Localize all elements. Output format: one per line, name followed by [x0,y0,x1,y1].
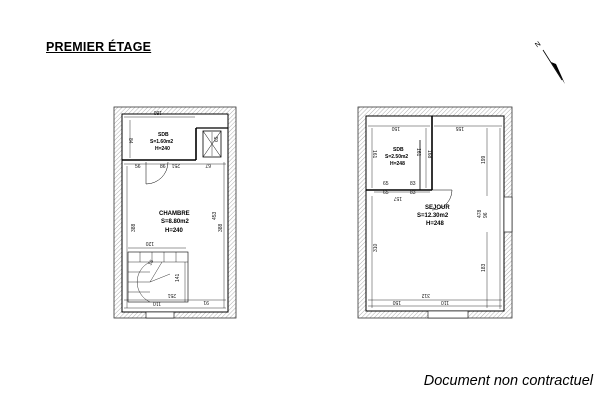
page-title: PREMIER ÉTAGE [46,40,152,54]
dim-right-161: 161 [371,150,377,159]
right-plan: 150 155 161 SDB S=2.50m2 H=248 161 168 1… [357,106,513,319]
north-label: N [534,41,542,50]
left-sdb-area: S=1.60m2 [150,139,173,145]
dim-left-388-right: 388 [218,223,224,232]
dim-right-65a: 65 [383,181,389,187]
dim-left-388-left: 388 [131,223,137,232]
dim-left-251-bottom: 251 [167,292,176,298]
sejour-area: S=12.30m2 [417,213,449,219]
dim-right-312: 312 [421,292,430,298]
dim-right-150-top: 150 [391,125,400,131]
dim-left-141: 141 [175,273,181,282]
dim-left-86: 86 [160,164,166,170]
dim-left-sdb-84: 84 [127,138,133,144]
dim-right-199: 199 [481,155,487,164]
right-bottom-window [427,310,469,319]
right-sdb-name: SDB [393,147,404,153]
staircase [127,247,189,303]
chambre-area: S=8.80m2 [161,219,190,225]
shaft-box [202,130,222,158]
stairs-label: 16 [147,259,155,267]
right-sdb-height: H=248 [390,161,405,167]
dim-right-150-bottom: 150 [392,299,401,305]
dim-right-310: 310 [373,243,379,252]
dim-left-251-top: 251 [171,162,180,168]
dim-right-183: 183 [481,263,487,272]
dim-right-168: 168 [426,150,432,159]
dim-left-56: 56 [135,164,141,170]
sejour-name: SEJOUR [425,205,450,211]
chambre-height: H=240 [165,228,184,234]
dim-right-478: 478 [477,209,483,218]
dim-left-top: 180 [153,109,162,115]
dim-right-65b: 65 [383,190,389,196]
dim-left-453: 453 [212,211,218,220]
dim-right-110-bottom: 110 [441,299,449,305]
dim-left-sdb-65: 65 [214,136,220,142]
dim-right-83b: 83 [410,190,416,196]
left-plan: 180 84 65 SDB S=1.60m2 H=240 56 86 251 6… [113,106,237,319]
dim-right-83a: 83 [410,181,416,187]
dim-left-110: 110 [153,300,161,306]
dim-right-161-b: 161 [415,148,421,157]
left-interior [121,113,229,313]
left-sdb-height: H=240 [155,146,170,152]
left-bottom-window [145,311,175,319]
right-side-window [503,196,513,233]
dim-left-120: 120 [145,240,154,246]
dim-left-67: 67 [205,162,211,168]
dim-right-155-top: 155 [455,125,464,131]
right-sdb-area: S=2.50m2 [385,154,408,160]
sejour-height: H=248 [426,221,445,227]
left-sdb-name: SDB [158,132,169,138]
dim-left-91: 91 [203,299,209,305]
disclaimer-text: Document non contractuel [423,373,593,389]
dim-right-157: 157 [393,195,402,201]
chambre-name: CHAMBRE [159,211,190,217]
north-arrow-icon: N [534,41,565,84]
dim-right-96: 96 [483,212,489,218]
